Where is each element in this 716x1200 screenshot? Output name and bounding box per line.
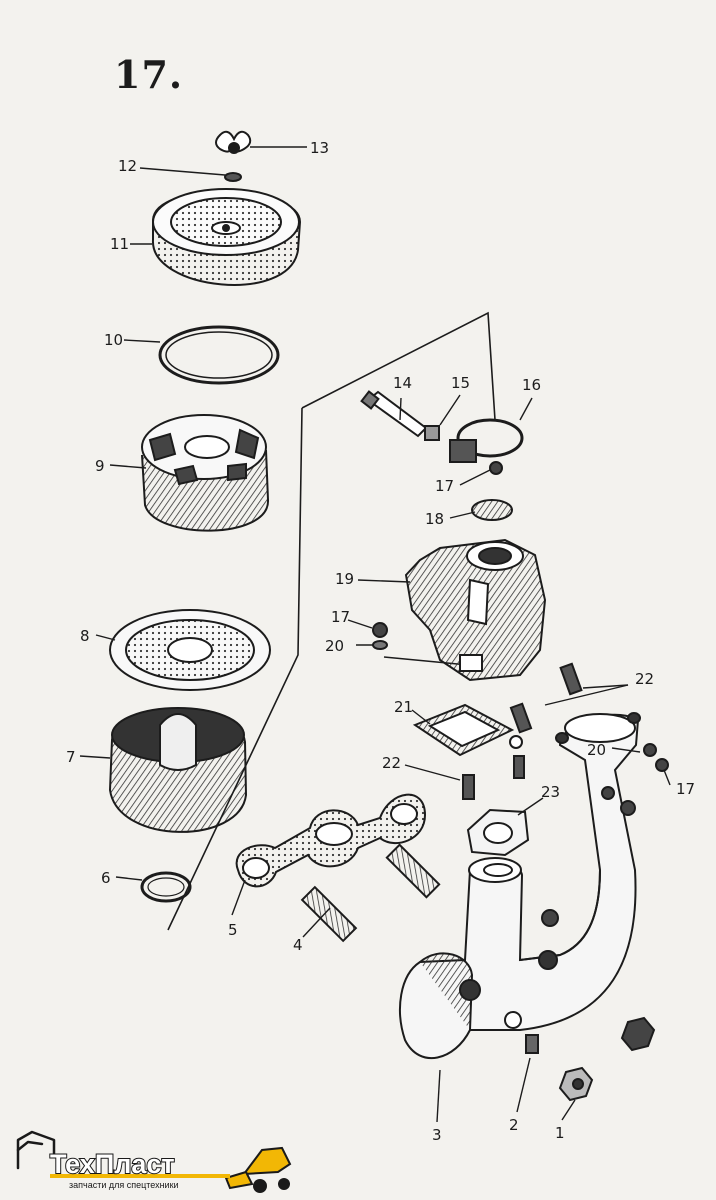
part-12-washer xyxy=(224,172,242,182)
part-11-filter-cover xyxy=(151,188,302,286)
part-6-ring xyxy=(140,871,192,903)
figure-number: 17. xyxy=(114,52,184,97)
callout-9: 9 xyxy=(95,457,105,475)
part-21-spacer-plate xyxy=(412,703,523,757)
callout-6: 6 xyxy=(101,869,111,887)
part-17-nut-carb xyxy=(372,622,388,638)
callout-2: 2 xyxy=(509,1116,519,1134)
logo-tagline: запчасти для спецтехники xyxy=(69,1180,179,1190)
part-16-clamp xyxy=(449,418,524,463)
part-14-bolt xyxy=(360,390,428,438)
callout-4: 4 xyxy=(293,936,303,954)
part-22-studs xyxy=(462,662,583,800)
part-9-filter-element xyxy=(141,414,270,532)
tehplast-logo xyxy=(16,1130,292,1193)
part-1-nuts xyxy=(558,1016,656,1102)
part-23-gasket xyxy=(466,808,530,857)
part-19-carburetor xyxy=(404,538,547,682)
part-5-manifold-gasket xyxy=(235,793,427,888)
logo-name: ТехПласт xyxy=(49,1148,176,1180)
callout-19: 19 xyxy=(335,570,354,588)
part-4-studs xyxy=(300,843,441,943)
callout-17c: 17 xyxy=(676,780,695,798)
excavator-icon xyxy=(16,1130,56,1170)
callout-17a: 17 xyxy=(435,477,454,495)
callout-14: 14 xyxy=(393,374,412,392)
callout-8: 8 xyxy=(80,627,90,645)
callout-21: 21 xyxy=(394,698,413,716)
callout-7: 7 xyxy=(66,748,76,766)
part-17-20-right-nuts xyxy=(601,743,669,816)
callout-18: 18 xyxy=(425,510,444,528)
callout-1: 1 xyxy=(555,1124,565,1142)
callout-5: 5 xyxy=(228,921,238,939)
callout-20a: 20 xyxy=(325,637,344,655)
part-7-filter-housing xyxy=(108,707,248,833)
callout-10: 10 xyxy=(104,331,123,349)
callout-22a: 22 xyxy=(635,670,654,688)
part-20-washer-carb xyxy=(372,640,388,650)
callout-22b: 22 xyxy=(382,754,401,772)
part-10-sealing-ring xyxy=(158,325,280,385)
callout-15: 15 xyxy=(451,374,470,392)
callout-17b: 17 xyxy=(331,608,350,626)
part-17-nut-top xyxy=(489,461,503,475)
callout-12: 12 xyxy=(118,157,137,175)
part-13-wing-nut xyxy=(215,130,252,154)
callout-20b: 20 xyxy=(587,741,606,759)
callout-16: 16 xyxy=(522,376,541,394)
callout-leaders xyxy=(79,146,671,1123)
part-2-bolt xyxy=(504,1011,539,1054)
part-8-filter-tray xyxy=(109,609,271,691)
callout-11: 11 xyxy=(110,235,129,253)
callout-23: 23 xyxy=(541,783,560,801)
loader-icon xyxy=(224,1146,292,1193)
part-15-nut xyxy=(424,425,440,441)
callout-labels: 13 12 11 10 9 8 7 6 5 4 3 2 1 14 15 16 1… xyxy=(66,139,695,1144)
callout-3: 3 xyxy=(432,1126,442,1144)
part-3-manifold xyxy=(399,712,641,1059)
callout-13: 13 xyxy=(310,139,329,157)
part-18-bush xyxy=(471,499,513,521)
